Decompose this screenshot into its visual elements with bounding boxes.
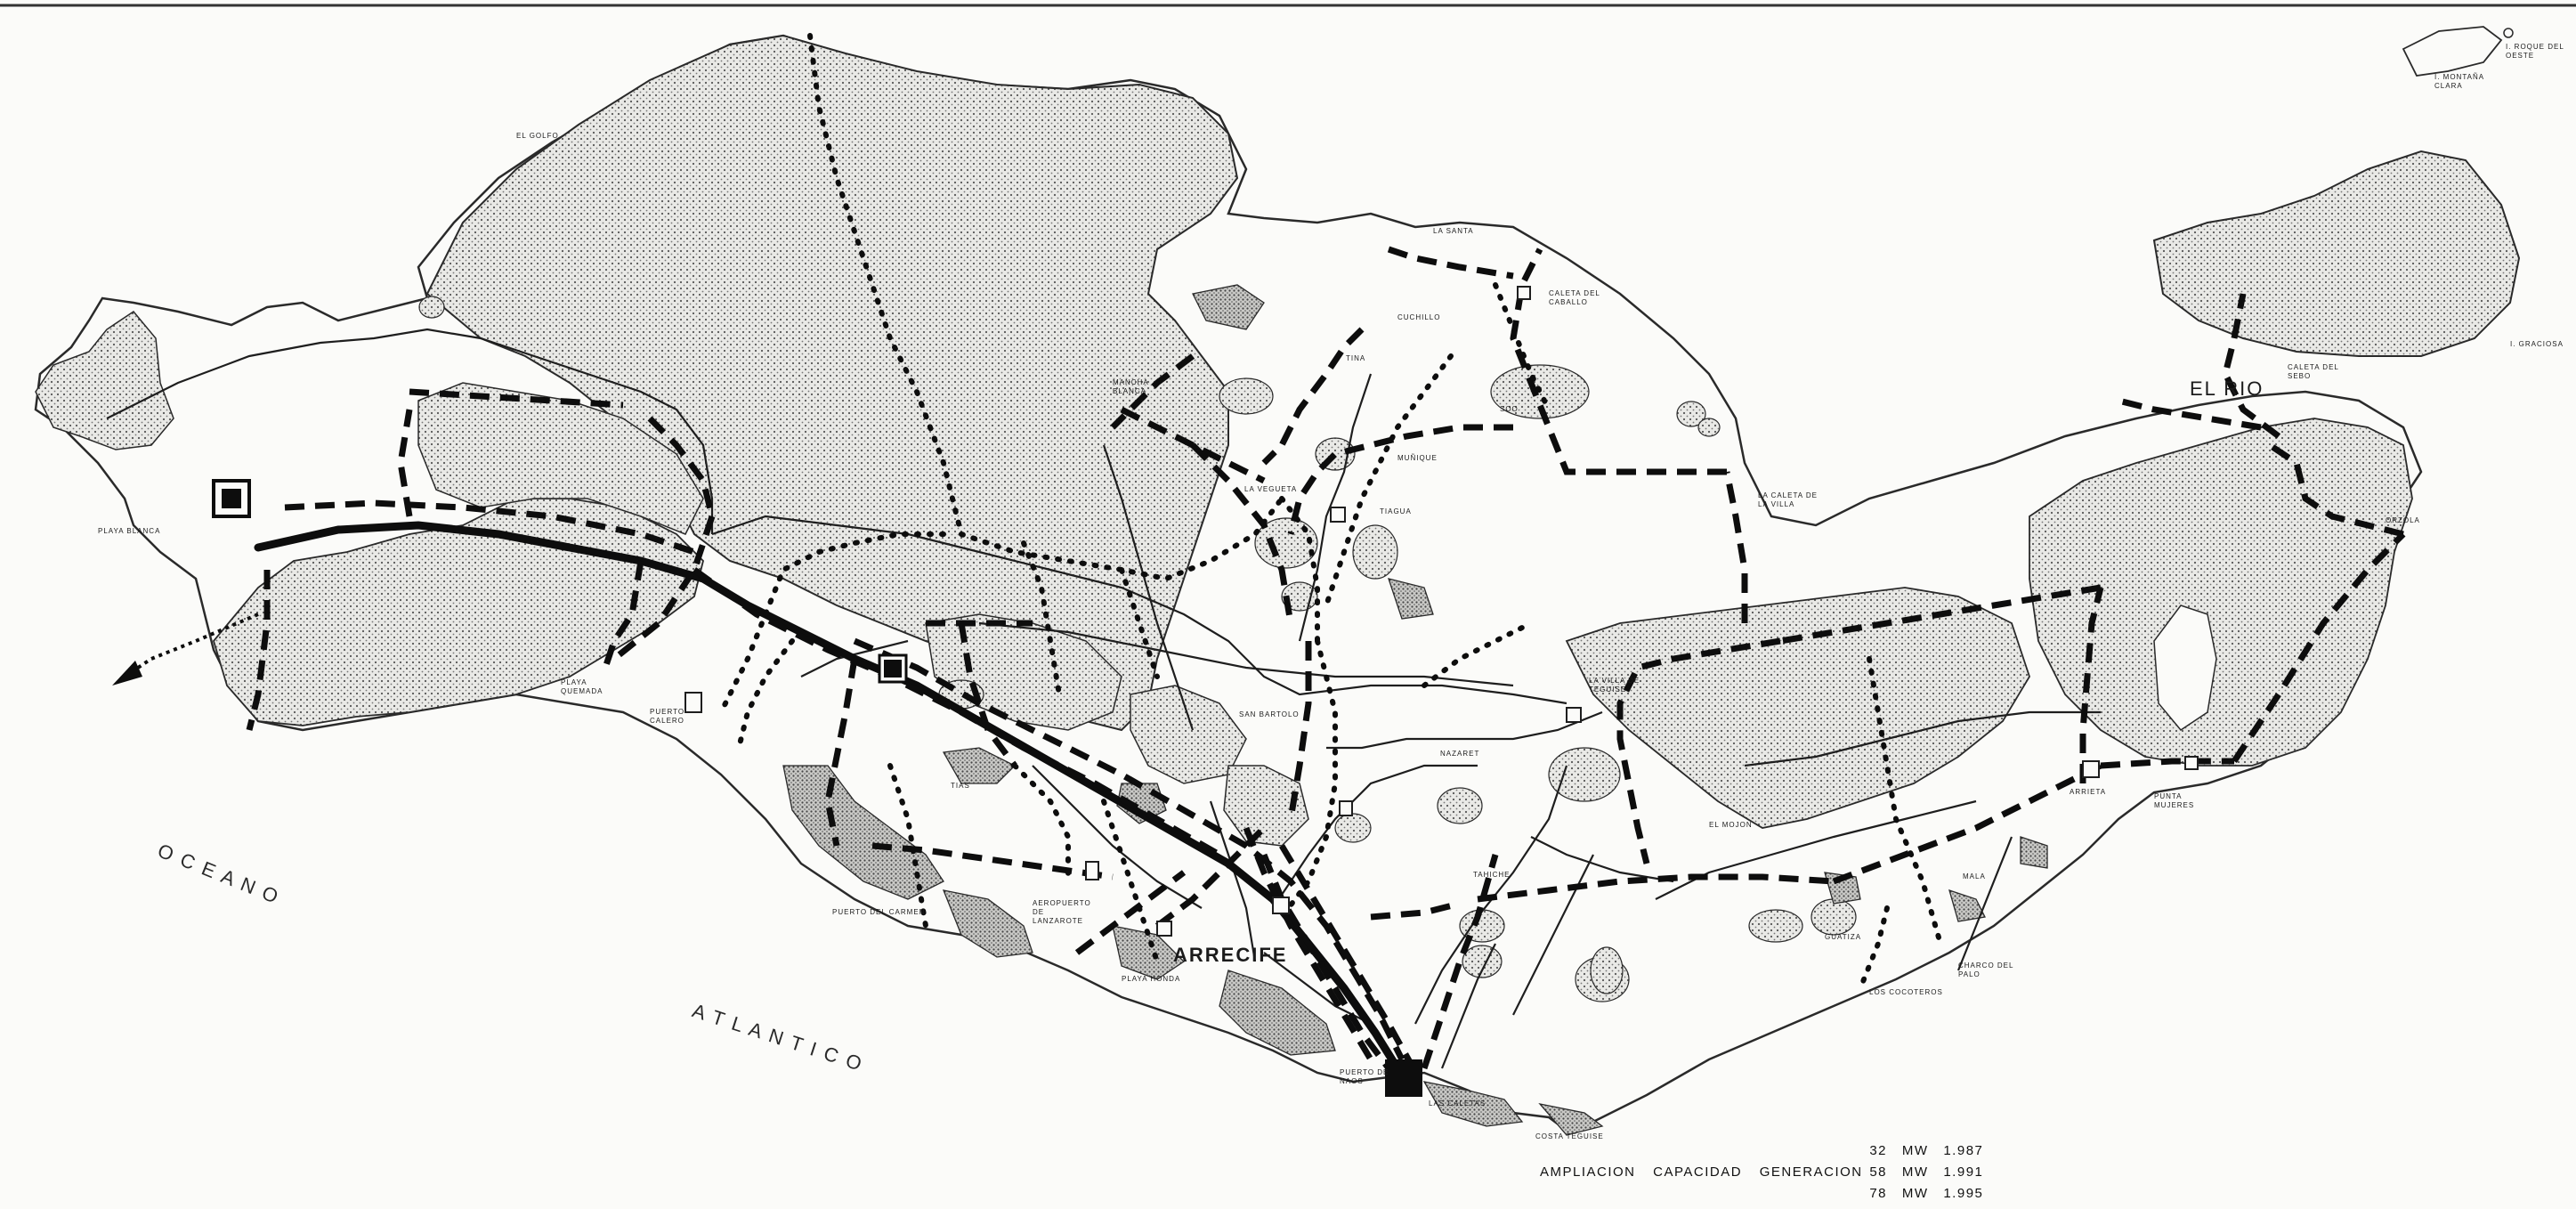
label-arrieta: ARRIETA <box>2070 788 2107 796</box>
label-los-cocoteros: LOS COCOTEROS <box>1869 988 1943 996</box>
label-el-mojon: EL MOJON <box>1709 821 1753 829</box>
label-aeropuerto: AEROPUERTO DE LANZAROTE <box>1033 899 1091 925</box>
label-nazaret: NAZARET <box>1440 750 1480 758</box>
label-soo: SOO <box>1500 405 1519 413</box>
roque-del-oeste-islet <box>2503 28 2514 38</box>
generation-legend: AMPLIACION CAPACIDAD GENERACION 32 MW 1.… <box>1540 1140 2118 1202</box>
label-puerto-del-carmen: PUERTO DEL CARMEN <box>832 908 926 916</box>
label-tias: TIAS <box>951 782 970 790</box>
label-puerto-calero: PUERTO CALERO <box>650 708 685 725</box>
label-playa-honda: PLAYA HONDA <box>1122 975 1181 983</box>
label-orzola: ORZOLA <box>2386 516 2420 524</box>
north-dotted-area <box>417 382 704 535</box>
label-caleta-del-caballo: CALETA DEL CABALLO <box>1549 289 1600 306</box>
legend-unit: MW <box>1901 1164 1929 1180</box>
legend-unit: MW <box>1901 1143 1929 1158</box>
label-tiagua: TIAGUA <box>1380 507 1412 515</box>
legend-year: 1.991 <box>1943 1164 1984 1180</box>
label-caleta-del-sebo: CALETA DEL SEBO <box>2288 363 2339 380</box>
label-la-caleta-de-la-villa: LA CALETA DE LA VILLA <box>1758 491 1818 508</box>
label-el-rio: EL RIO <box>2190 377 2264 400</box>
label-playa-quemada: PLAYA QUEMADA <box>561 678 603 695</box>
graciosa-island <box>2152 150 2521 357</box>
power-plant-arrecife <box>1385 1059 1422 1097</box>
label-guatiza: GUATIZA <box>1825 933 1862 941</box>
label-montana-clara: I. MONTAÑA CLARA <box>2434 73 2484 90</box>
legend-year: 1.987 <box>1943 1143 1984 1158</box>
famara-dotted-area <box>1565 587 2030 829</box>
legend-year: 1.995 <box>1943 1186 1984 1201</box>
label-mancha-blanca: MANCHA BLANCA <box>1113 378 1149 395</box>
label-mala: MALA <box>1963 872 1986 880</box>
label-roque-del-oeste: I. ROQUE DEL OESTE <box>2506 43 2564 60</box>
san-bartolome-dotted-patch <box>1223 765 1309 847</box>
playa-blanca-dotted-area <box>35 311 174 450</box>
power-plant-tias <box>878 653 908 684</box>
label-munique: MUÑIQUE <box>1397 454 1438 462</box>
label-la-villa-de-teguise: LA VILLA DE TEGUISE <box>1589 677 1640 694</box>
parallel-dashed-lines <box>246 246 2406 1071</box>
label-graciosa: I. GRACIOSA <box>2510 340 2564 348</box>
legend-row: 58 MW 1.991 <box>1851 1164 1983 1180</box>
label-charco-del-palo: CHARCO DEL PALO <box>1958 962 2014 978</box>
power-plant-playa-blanca <box>212 479 251 518</box>
label-tahiche: TAHICHE <box>1473 871 1511 879</box>
legend-row: 32 MW 1.987 <box>1851 1143 1983 1158</box>
legend-mw: 78 <box>1869 1186 1887 1201</box>
label-punta-mujeres: PUNTA MUJERES <box>2154 792 2195 809</box>
submarine-link-arrow <box>112 613 259 686</box>
label-la-santa: LA SANTA <box>1433 227 1474 235</box>
legend-mw: 32 <box>1869 1143 1887 1158</box>
interior-blank-area <box>2153 604 2217 731</box>
label-la-vegueta: LA VEGUETA <box>1244 485 1298 493</box>
label-playa-blanca: PLAYA BLANCA <box>98 527 161 535</box>
proposed-dotted-lines <box>718 33 1943 991</box>
label-puerto-de-naos: PUERTO DE NAOS <box>1340 1068 1389 1085</box>
legend-unit: MW <box>1901 1186 1929 1201</box>
montana-clara-island <box>2402 26 2503 77</box>
substation-boxes <box>685 286 2199 937</box>
ajaches-dotted-area <box>212 498 704 726</box>
label-costa-teguise: COSTA TEGUISE <box>1535 1132 1604 1140</box>
label-cuchillo: CUCHILLO <box>1397 313 1441 321</box>
legend-title: AMPLIACION CAPACIDAD GENERACION <box>1540 1164 1863 1180</box>
legend-mw: 58 <box>1869 1164 1887 1180</box>
label-san-bartolome: SAN BARTOLO <box>1239 710 1300 718</box>
coastal-urban-patches <box>782 284 2048 1136</box>
label-tinajo: TINA <box>1346 354 1366 362</box>
label-las-caletas: LAS CALETAS <box>1429 1099 1486 1108</box>
label-el-golfo: EL GOLFO <box>516 132 559 140</box>
main-transmission-line <box>254 521 1402 1073</box>
legend-row: 78 MW 1.995 <box>1851 1186 1983 1201</box>
label-arrecife: ARRECIFE <box>1173 944 1288 966</box>
